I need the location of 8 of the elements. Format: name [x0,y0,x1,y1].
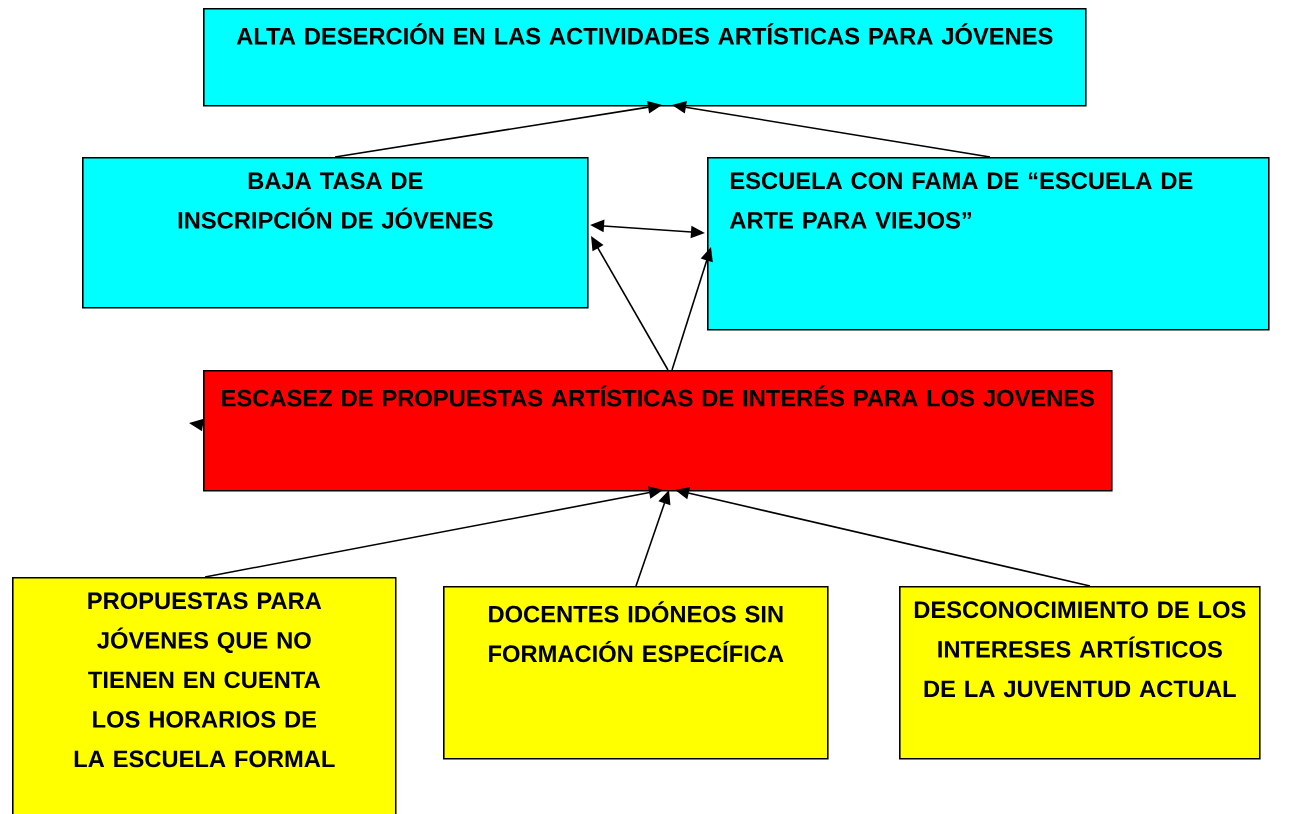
text-box: ESCUELA CON FAMA DE “ESCUELA DE ARTE PARA VIEJOS” [707,157,1270,331]
text-box: PROPUESTAS PARA JÓVENES QUE NO TIENEN EN CUENTA LOS HORARIOS DE LA ESCUELA FORMAL [12,577,397,814]
text-box: BAJA TASA DE INSCRIPCIÓN DE JÓVENES [82,157,589,309]
arrow [591,236,669,371]
text-box: ESCASEZ DE PROPUESTAS ARTÍSTICAS DE INTERÉS PARA LOS JOVENES [203,370,1113,492]
text-box: ALTA DESERCIÓN EN LAS ACTIVIDADES ARTÍSTICAS PARA JÓVENES [203,8,1087,107]
text-box: DOCENTES IDÓNEOS SIN FORMACIÓN ESPECÍFICA [443,586,829,760]
text-box: DESCONOCIMIENTO DE LOS INTERESES ARTÍSTICOS DE LA JUVENTUD ACTUAL [899,586,1261,760]
